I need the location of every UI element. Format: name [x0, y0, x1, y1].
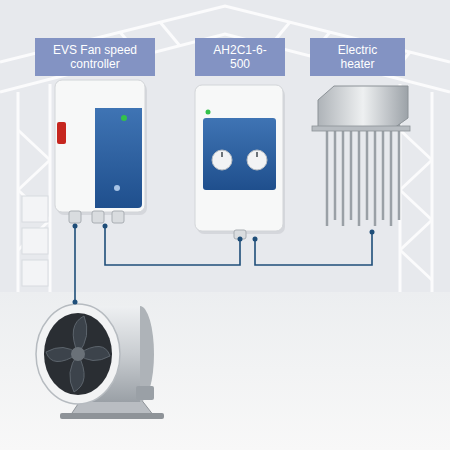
mounting-flange — [312, 126, 410, 131]
roof-truss — [0, 6, 450, 92]
power-switch — [57, 122, 66, 144]
device-label: AH2C1-6-500 — [207, 43, 273, 71]
wall-panels — [22, 196, 48, 286]
status-led — [206, 110, 211, 115]
control-panel — [203, 118, 276, 190]
logo-mark — [114, 185, 120, 191]
fan-hub — [71, 347, 85, 361]
wire-end-dot — [253, 237, 258, 242]
control-panel — [95, 108, 142, 208]
control-wire — [255, 232, 372, 265]
inline-fan — [36, 304, 164, 419]
terminal-box — [318, 86, 408, 128]
device-label: EVS Fan speed controller — [47, 43, 143, 71]
electric-heater — [312, 86, 410, 226]
wire-end-dot — [238, 237, 243, 242]
wire-end-dot — [370, 230, 375, 235]
wire-end-dot — [103, 224, 108, 229]
device-group: EVS Fan speed controller — [35, 38, 155, 226]
motor-box — [136, 386, 154, 400]
control-wire — [105, 226, 240, 265]
knob — [212, 150, 232, 170]
floor — [0, 292, 450, 450]
fan-base — [60, 413, 164, 419]
evs-controller — [55, 80, 147, 223]
device-label: Electric heater — [322, 43, 393, 71]
ah2c1-controller — [195, 85, 285, 239]
status-led — [121, 115, 127, 121]
heating-rods — [327, 118, 399, 226]
knob — [247, 150, 267, 170]
device-group: AH2C1-6-500 — [195, 38, 285, 239]
fan-wire — [73, 224, 78, 305]
label-box: AH2C1-6-500 — [195, 38, 285, 76]
duct-front — [36, 304, 120, 404]
label-box: Electric heater — [310, 38, 405, 76]
fan-blades — [46, 316, 110, 392]
label-box: EVS Fan speed controller — [35, 38, 155, 76]
fan-opening — [44, 313, 112, 395]
cable-glands — [69, 211, 124, 223]
device-group: Electric heater — [310, 38, 405, 232]
